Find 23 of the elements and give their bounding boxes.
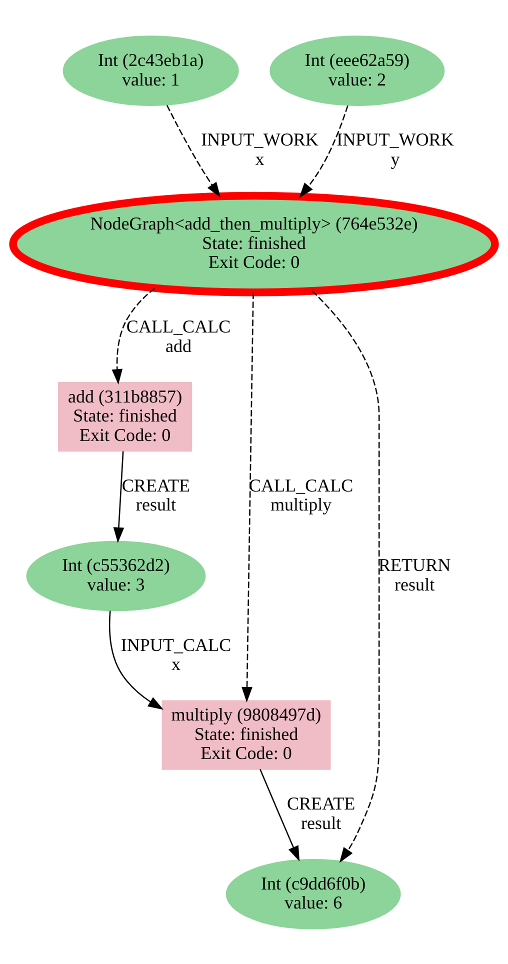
node-ellipse: Int (2c43eb1a) value: 1 — [62, 35, 239, 106]
node-ellipse: NodeGraph<add_then_multiply> (764e532e) State: finished Exit Code: 0 — [9, 191, 499, 296]
edge-label: CALL_CALC add — [126, 316, 231, 356]
edge-label: CREATE result — [286, 792, 356, 832]
edge-label: CREATE result — [122, 474, 190, 514]
arrow — [299, 104, 348, 198]
node-box: add (311b8857) State: finished Exit Code: 0 — [58, 382, 192, 452]
arrow — [260, 768, 300, 862]
arrow — [242, 292, 254, 702]
edge-label: INPUT_WORK x — [201, 129, 318, 169]
arrow — [312, 290, 380, 862]
edge-label: RETURN result — [378, 554, 451, 594]
edge-label: CALL_CALC multiply — [248, 474, 354, 514]
node-box: multiply (9808497d) State: finished Exit Code: 0 — [162, 700, 331, 770]
arrow — [166, 104, 221, 198]
edge-label: INPUT_CALC x — [120, 634, 232, 674]
node-ellipse: Int (c55362d2) value: 3 — [26, 540, 206, 611]
arrow — [112, 287, 155, 384]
node-ellipse: Int (c9dd6f0b) value: 6 — [226, 858, 401, 929]
arrow — [108, 610, 164, 710]
arrow — [113, 450, 124, 542]
edge-label: INPUT_WORK y — [336, 129, 454, 169]
node-ellipse: Int (eee62a59) value: 2 — [270, 35, 445, 106]
